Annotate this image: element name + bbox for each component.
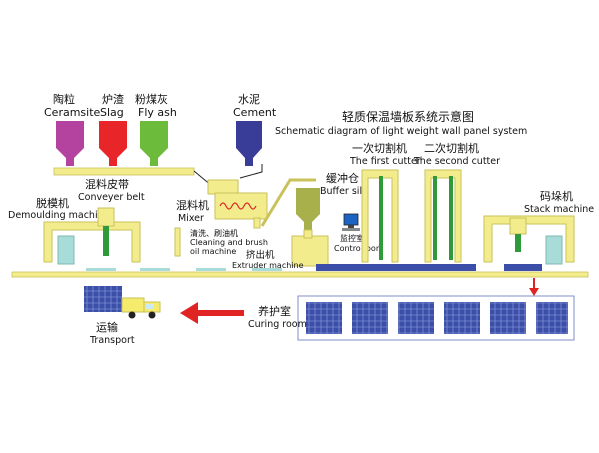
hopper-cement-cn: 水泥 — [238, 93, 260, 106]
arrow-to-transport — [180, 302, 244, 324]
hopper-slag-en: Slag — [100, 106, 124, 119]
buffer-silo: 缓冲仓 Buffer silo — [296, 171, 368, 232]
mixer-cn: 混料机 — [176, 198, 209, 212]
hopper-slag-cn: 炉渣 — [102, 92, 124, 106]
production-line — [11, 264, 589, 278]
extruder-en: Extruder machine — [232, 261, 304, 270]
arrow-to-curing-head — [529, 288, 539, 296]
incline-conveyor — [260, 178, 316, 227]
clean-en1: Cleaning and brush — [190, 238, 268, 247]
hopper-flyash-en: Fly ash — [138, 106, 177, 119]
buffer-en: Buffer silo — [320, 186, 368, 197]
stack-machine: 码垛机 Stack machine — [483, 189, 594, 265]
hopper-ceramsite-en: Ceramsite — [44, 106, 101, 119]
hopper-flyash: 粉煤灰 Fly ash — [135, 92, 177, 166]
transport-truck: 运输 Transport — [84, 286, 161, 346]
hopper-ceramsite: 陶粒 Ceramsite — [44, 92, 101, 166]
demould-en: Demoulding machine — [8, 210, 110, 221]
curing-room: 养护室 Curing room — [248, 295, 575, 341]
conveyer-belt: 混料皮带 Conveyer belt — [53, 167, 213, 203]
clean-cn: 清洗、刷油机 — [190, 228, 238, 238]
control-en: Controlroom — [334, 244, 384, 253]
cleaning-machine: 清洗、刷油机 Cleaning and brush oil machine — [174, 227, 268, 257]
hopper-cement: 水泥 Cement — [233, 93, 277, 166]
cutter1-en: The first cutter — [349, 156, 421, 167]
demould-cn: 脱模机 — [36, 196, 69, 210]
second-cutter: 二次切割机 The second cutter — [413, 141, 500, 263]
conveyer-cn: 混料皮带 — [85, 177, 129, 191]
hopper-flyash-body — [140, 121, 168, 166]
mixer-en: Mixer — [178, 213, 204, 224]
conveyer-en: Conveyer belt — [78, 192, 145, 203]
stack-en: Stack machine — [524, 204, 594, 215]
hopper-cement-body — [236, 121, 262, 166]
hopper-cement-en: Cement — [233, 106, 277, 119]
control-cn: 监控室 — [340, 233, 364, 243]
cutter1-cn: 一次切割机 — [352, 141, 407, 155]
demoulding-machine: 脱模机 Demoulding machine — [8, 196, 141, 265]
clean-en2: oil machine — [190, 247, 236, 256]
hopper-ceramsite-cn: 陶粒 — [53, 92, 75, 106]
transport-cn: 运输 — [96, 320, 118, 334]
buffer-cn: 缓冲仓 — [326, 171, 359, 185]
hopper-slag-body — [99, 121, 127, 166]
hopper-flyash-cn: 粉煤灰 — [135, 92, 168, 106]
title-cn: 轻质保温墙板系统示意图 — [342, 109, 474, 124]
mixer: 混料机 Mixer — [176, 164, 268, 229]
hopper-slag: 炉渣 Slag — [99, 92, 127, 166]
control-room: 监控室 Controlroom — [334, 213, 384, 253]
cutter2-en: The second cutter — [413, 156, 500, 167]
first-cutter: 一次切割机 The first cutter — [349, 141, 421, 263]
hopper-ceramsite-body — [56, 121, 84, 166]
title-en: Schematic diagram of light weight wall p… — [275, 126, 527, 137]
extruder-machine: 挤出机 Extruder machine — [232, 229, 329, 270]
curing-cn: 养护室 — [258, 304, 291, 318]
extruder-cn: 挤出机 — [246, 249, 275, 261]
stack-cn: 码垛机 — [540, 189, 573, 203]
cutter2-cn: 二次切割机 — [424, 141, 479, 155]
curing-en: Curing room — [248, 319, 307, 330]
transport-en: Transport — [89, 335, 135, 346]
